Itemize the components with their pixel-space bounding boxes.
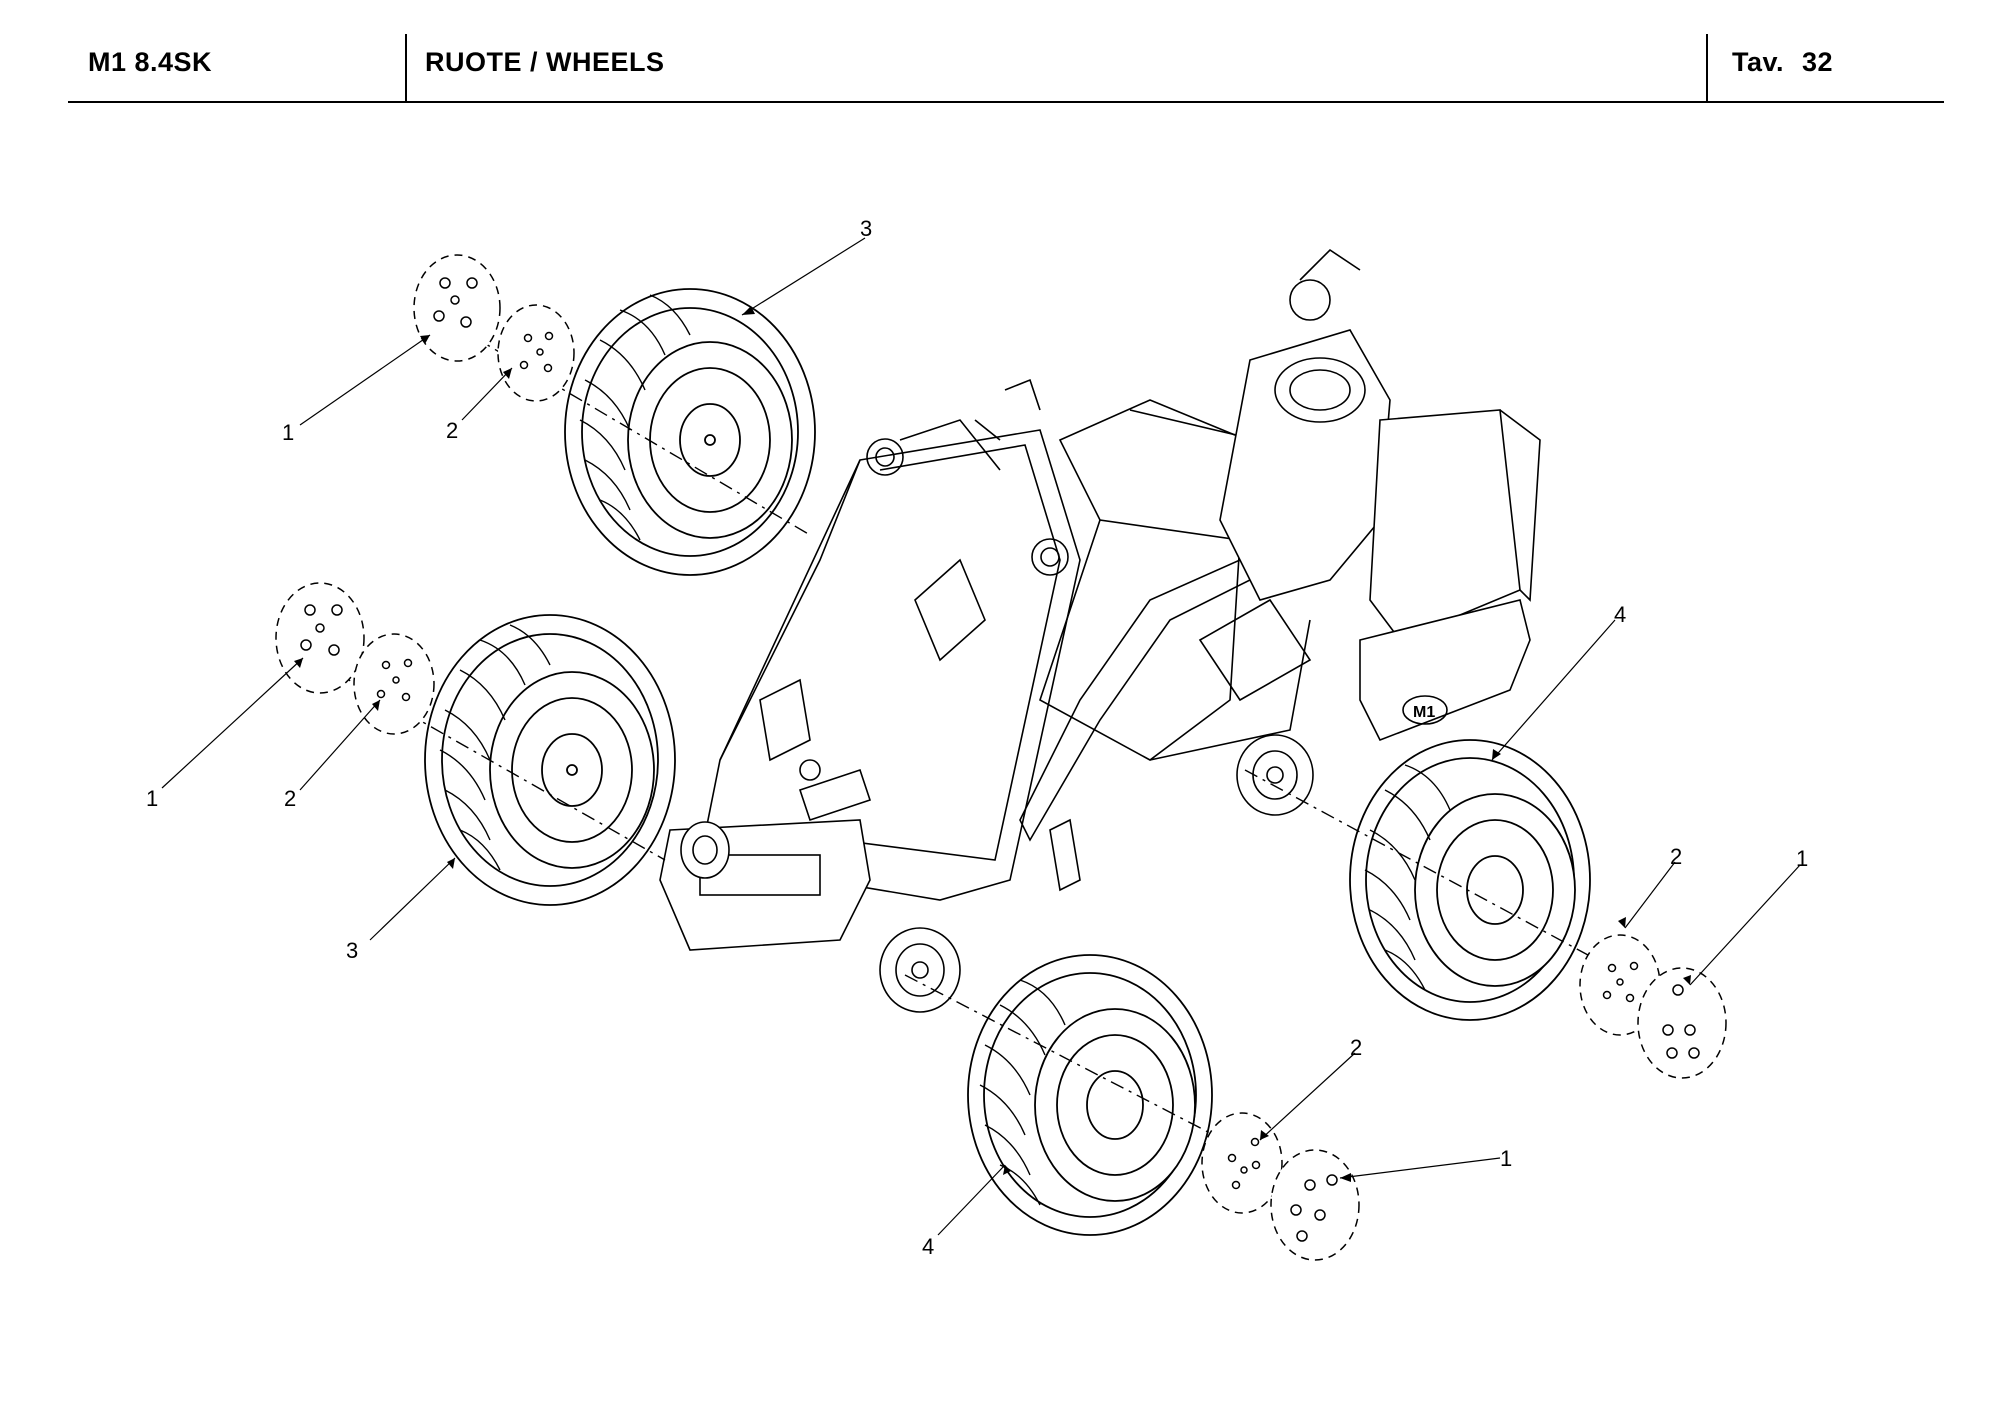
- callout-wheel-rear: 4: [1614, 602, 1626, 627]
- callout-nut: 1: [1796, 846, 1808, 871]
- wheel-nut-group: [1637, 967, 1727, 1079]
- callout-nut: 1: [146, 786, 158, 811]
- wheel-bottom: [967, 954, 1213, 1236]
- wheel-right: [1349, 739, 1591, 1021]
- wheel-mid-left: [424, 614, 676, 906]
- svg-text:M1: M1: [1413, 704, 1435, 721]
- callout-labels: 1 2 3 1 2 3 4 2 1 2 1 4: [146, 216, 1808, 1259]
- callout-stud: 2: [1670, 844, 1682, 869]
- wheel-stud-group: [1201, 1112, 1283, 1214]
- callout-stud: 2: [1350, 1035, 1362, 1060]
- wheel-nut-group: [413, 254, 501, 362]
- callout-nut: 1: [282, 420, 294, 445]
- callout-nut: 1: [1500, 1146, 1512, 1171]
- wheel-stud-group: [497, 304, 575, 402]
- callout-wheel-front: 3: [346, 938, 358, 963]
- page-title: RUOTE / WHEELS: [425, 47, 665, 77]
- machine-frame: M1: [659, 248, 1541, 1013]
- callout-wheel-front: 3: [860, 216, 872, 241]
- callout-stud: 2: [284, 786, 296, 811]
- leader-arrowheads: [294, 306, 1691, 1182]
- wheel-nut-group: [1270, 1149, 1360, 1261]
- table-number: 32: [1802, 47, 1834, 77]
- header-divider: [405, 34, 407, 101]
- fastener-groups: [275, 254, 1727, 1261]
- callout-wheel-rear: 4: [922, 1234, 934, 1259]
- header-divider: [1706, 34, 1708, 101]
- page-header: M1 8.4SK RUOTE / WHEELS Tav. 32: [0, 0, 2000, 110]
- wheel-nut-group: [275, 582, 365, 694]
- wheel-stud-group: [353, 633, 435, 735]
- model-name: M1 8.4SK: [88, 47, 213, 77]
- table-label: Tav.: [1732, 47, 1785, 77]
- leader-lines: [161, 237, 1801, 1236]
- wheel-top-left: [564, 288, 816, 576]
- header-rule: [68, 101, 1944, 103]
- callout-stud: 2: [446, 418, 458, 443]
